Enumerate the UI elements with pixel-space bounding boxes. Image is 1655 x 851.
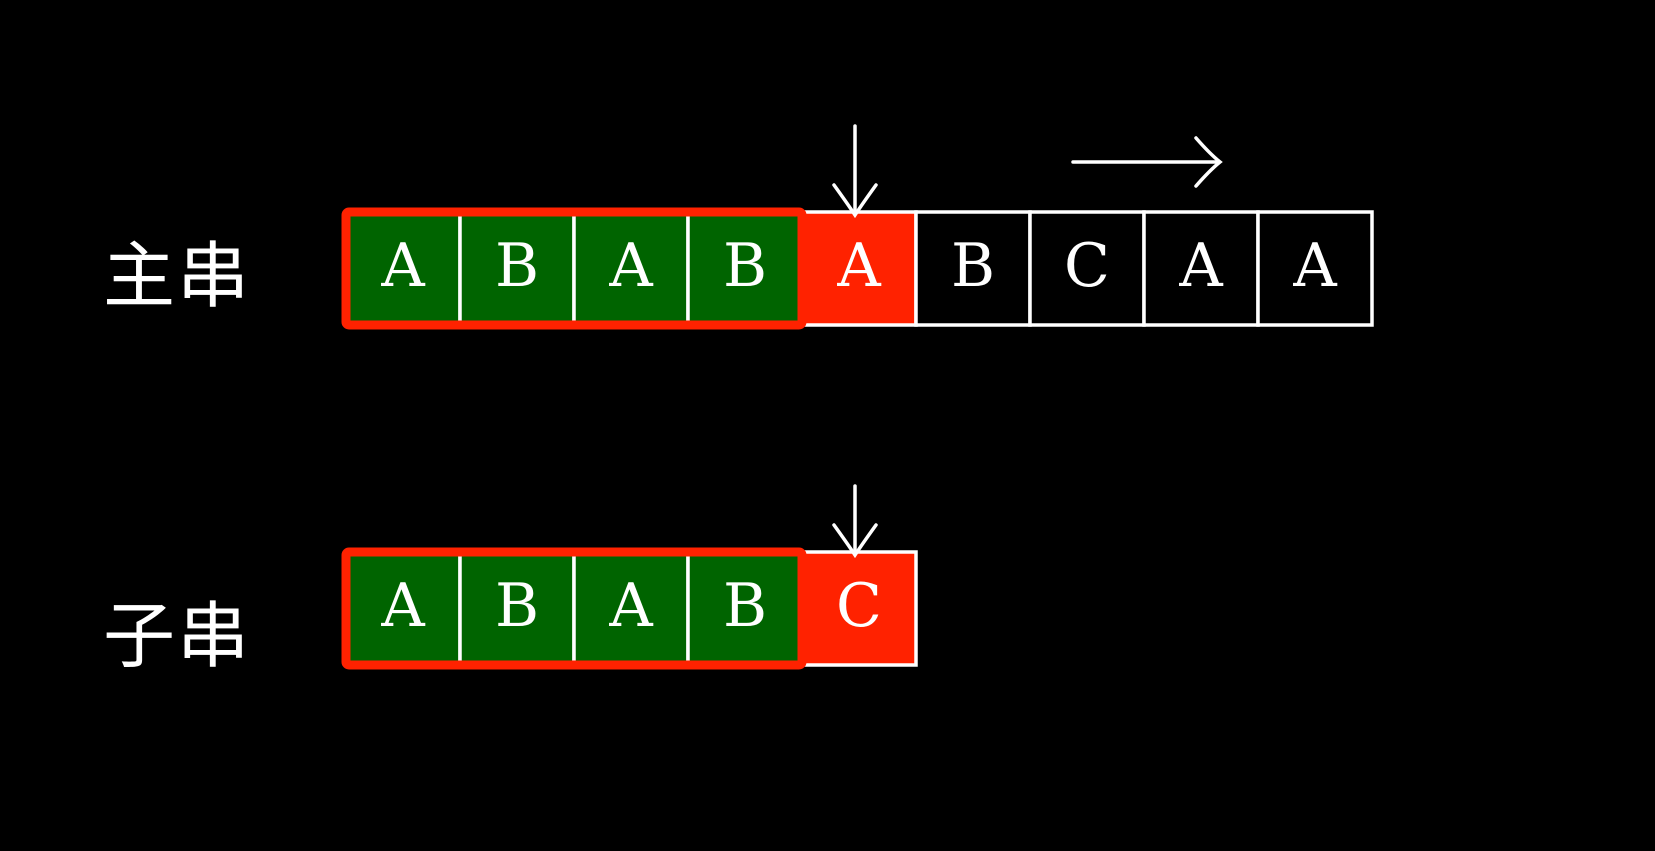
pointer-arrows <box>832 124 1223 559</box>
sub-char-0: A <box>380 571 425 641</box>
main-cell-8 <box>1256 210 1374 327</box>
main-char-7: A <box>1178 231 1223 301</box>
down-arrow-icon <box>832 124 878 219</box>
sub-match-outline <box>341 547 807 670</box>
main-string-label: 主串 <box>103 234 252 318</box>
main-char-0: A <box>380 231 425 301</box>
sub-char-4: C <box>836 571 882 641</box>
sub-char-1: B <box>495 571 539 641</box>
main-cell-4 <box>800 210 918 327</box>
main-char-4: A <box>836 231 881 301</box>
main-char-5: B <box>951 231 995 301</box>
main-char-3: B <box>723 231 767 301</box>
main-match-outline <box>341 207 807 330</box>
main-char-1: B <box>495 231 539 301</box>
main-char-2: A <box>608 231 653 301</box>
main-cell-6 <box>1028 210 1146 327</box>
sub-char-3: B <box>723 571 767 641</box>
main-char-8: A <box>1292 231 1337 301</box>
down-arrow-icon <box>832 484 878 559</box>
sub-cell-1 <box>458 550 576 667</box>
main-cell-5 <box>914 210 1032 327</box>
sub-char-2: A <box>608 571 653 641</box>
main-cell-7 <box>1142 210 1260 327</box>
right-arrow-icon <box>1071 136 1223 188</box>
sub-string-label: 子串 <box>103 594 252 678</box>
sub-cell-4 <box>800 550 918 667</box>
sub-cell-2 <box>572 550 690 667</box>
main-char-6: C <box>1064 231 1110 301</box>
